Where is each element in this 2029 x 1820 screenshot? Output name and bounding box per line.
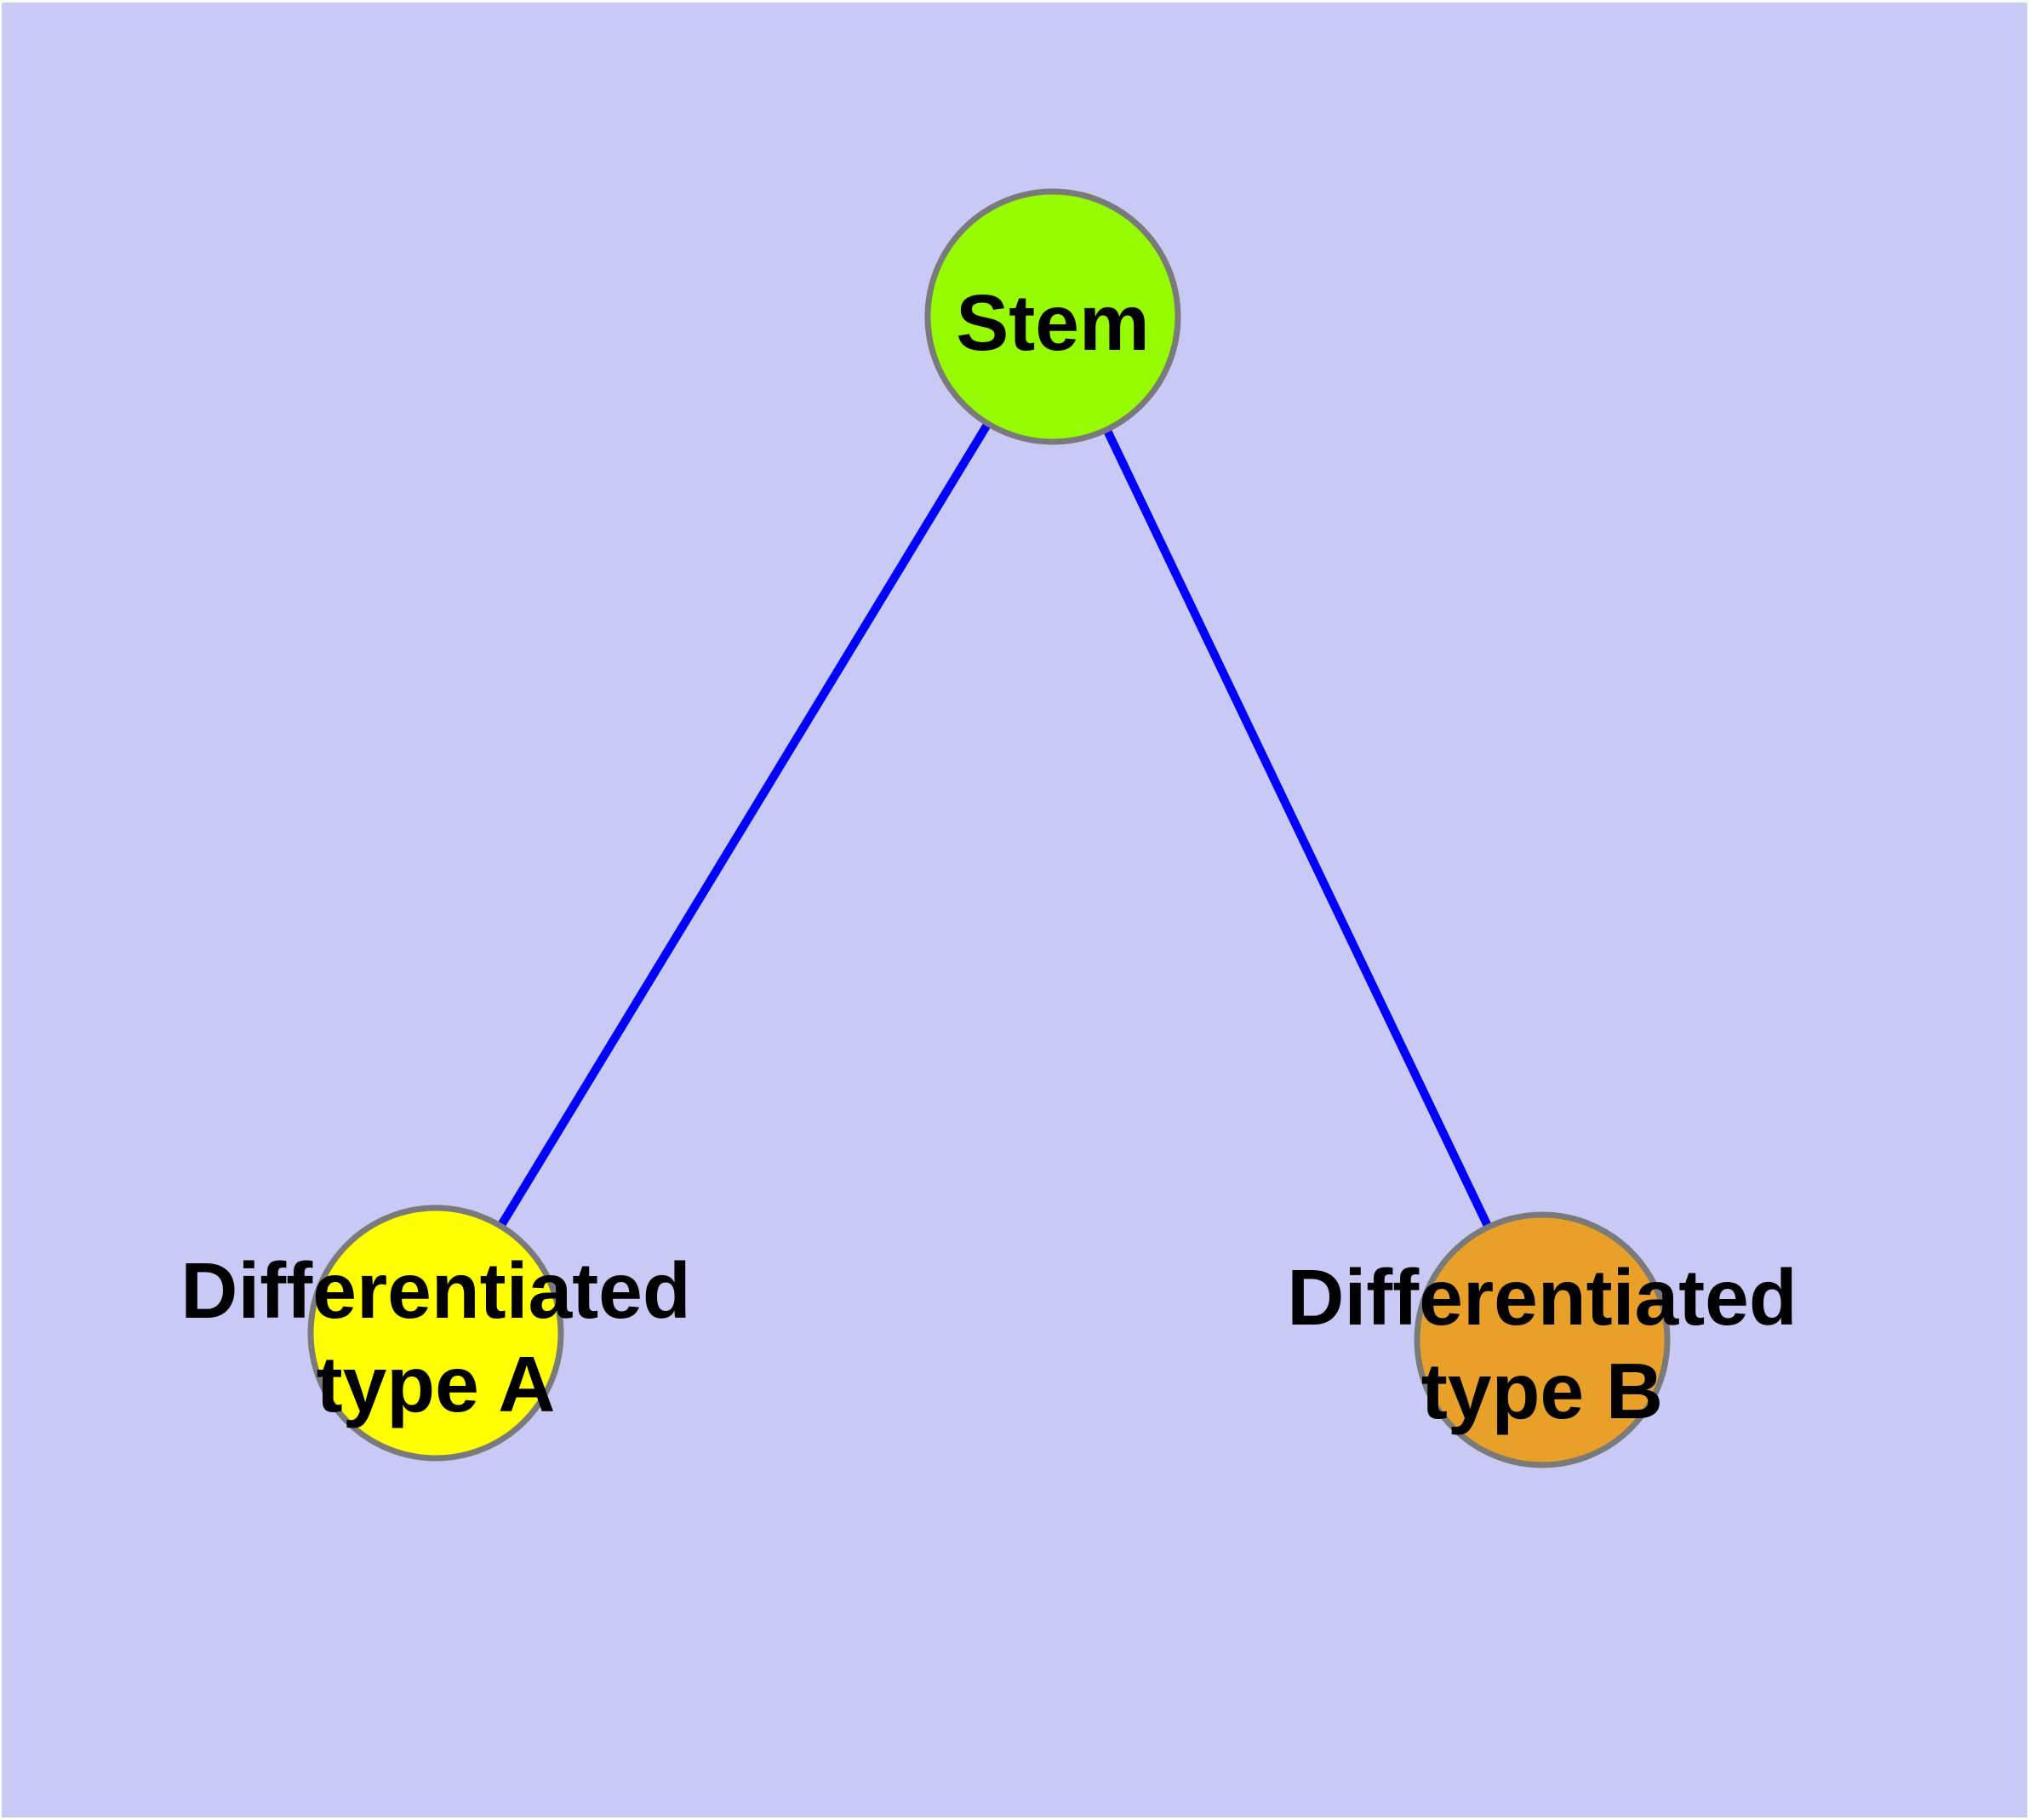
node-stem-label-line-1: Stem: [956, 278, 1149, 367]
node-differentiated-type-b-circle: [1414, 1211, 1671, 1468]
node-differentiated-type-a-label-line-1: Differentiated: [180, 1246, 690, 1335]
node-differentiated-type-a-circle: [307, 1205, 564, 1462]
node-differentiated-type-a-label-line-2: type A: [317, 1340, 556, 1428]
node-stem-circle: [924, 188, 1181, 445]
node-stem: Stem: [924, 188, 1181, 445]
node-differentiated-type-b-label-line-1: Differentiated: [1287, 1253, 1797, 1342]
node-differentiated-type-b-label-line-2: type B: [1421, 1347, 1663, 1435]
edge-stem-to-differentiated-type-b: [1049, 314, 1546, 1342]
edge-stem-to-differentiated-type-a: [432, 314, 1057, 1336]
